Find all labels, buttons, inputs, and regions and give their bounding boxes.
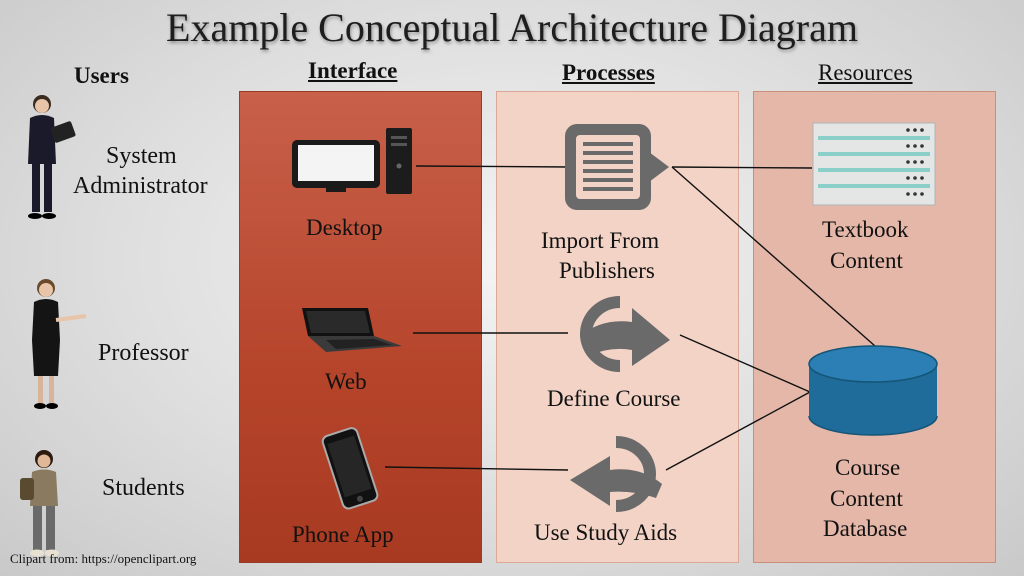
process-label-publishers: Publishers: [559, 258, 655, 283]
user-label-professor: Professor: [98, 340, 189, 366]
process-label-define-course: Define Course: [547, 386, 681, 411]
resource-label-content: Content: [830, 248, 903, 273]
interface-label-web: Web: [325, 369, 367, 394]
clipart-credit: Clipart from: https://openclipart.org: [10, 551, 197, 566]
document-import-icon: [565, 124, 669, 210]
resource-label-content-2: Content: [830, 486, 903, 511]
process-label-use-study-aids: Use Study Aids: [534, 520, 678, 545]
laptop-icon: [302, 308, 402, 352]
resource-label-course: Course: [835, 455, 901, 480]
administrator-person-icon: [28, 95, 76, 219]
student-person-icon: [20, 450, 59, 557]
desktop-computer-icon: [292, 128, 412, 194]
database-cylinder-icon: [808, 345, 938, 436]
user-label-system: System: [106, 143, 177, 169]
process-label-import-from: Import From: [541, 228, 660, 253]
resource-label-textbook: Textbook: [822, 217, 909, 242]
forward-arrow-icon: [580, 296, 670, 372]
resource-label-database: Database: [823, 516, 908, 541]
server-rack-icon: [812, 122, 936, 206]
smartphone-icon: [321, 427, 379, 510]
users-header: Users: [74, 63, 129, 88]
user-label-administrator: Administrator: [73, 173, 208, 199]
professor-person-icon: [32, 279, 87, 409]
back-arrow-icon: [570, 436, 662, 512]
user-label-students: Students: [102, 475, 185, 501]
interface-label-desktop: Desktop: [306, 215, 383, 240]
resources-header: Resources: [818, 60, 913, 85]
diagram-title: Example Conceptual Architecture Diagram: [166, 5, 858, 50]
processes-header: Processes: [562, 60, 655, 85]
interface-header: Interface: [308, 58, 398, 83]
interface-label-phone-app: Phone App: [292, 522, 394, 547]
